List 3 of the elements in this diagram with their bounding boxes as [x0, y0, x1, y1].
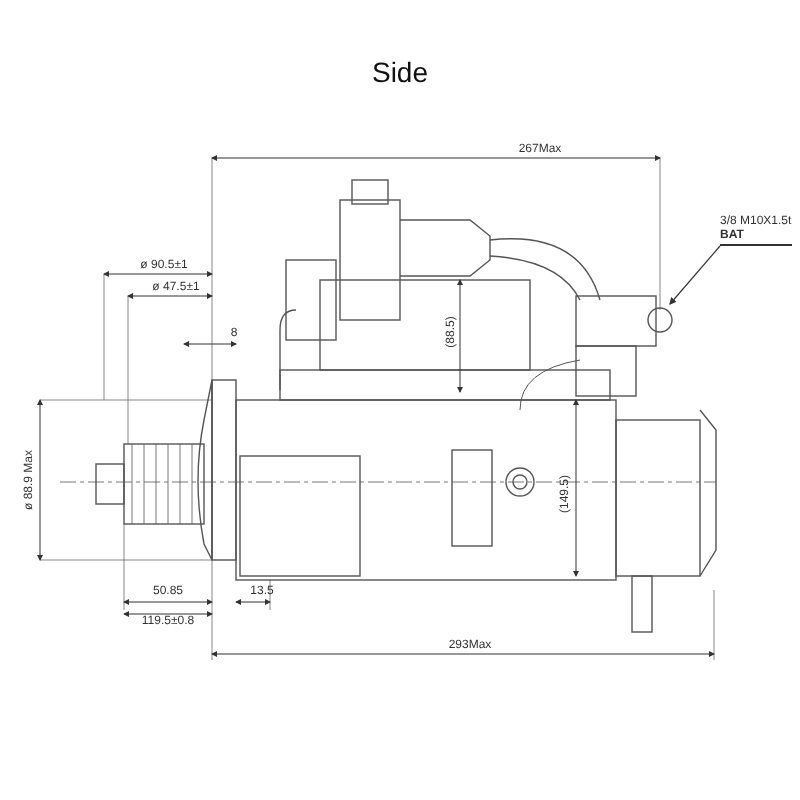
- leader-line: [669, 245, 721, 305]
- callout-note: [720, 216, 792, 246]
- drawing-title: Side: [369, 56, 431, 88]
